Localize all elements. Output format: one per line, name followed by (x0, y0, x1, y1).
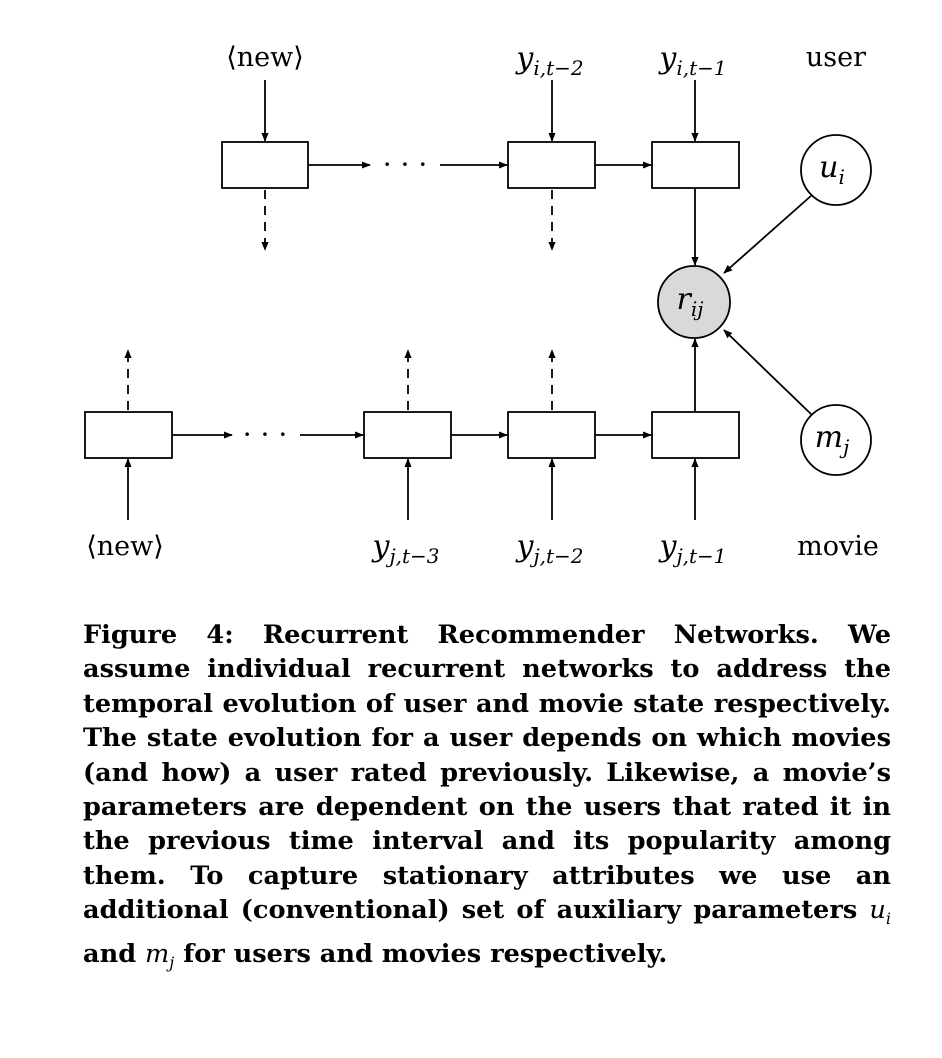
user-aux-to-rating-arrow (723, 194, 813, 274)
movie-new-label: ⟨new⟩ (86, 531, 164, 562)
movie-ellipsis: · · · (243, 418, 288, 451)
movie-input-label-t2: yj,t−2 (514, 529, 583, 568)
movie-input-label-t1: yj,t−1 (657, 529, 726, 568)
movie-state-box-t3 (363, 411, 452, 459)
user-state-box-t1 (651, 141, 740, 189)
caption-tail: for users and movies respectively. (183, 938, 668, 969)
movie-state-box-first (84, 411, 173, 459)
movie-aux-to-rating-arrow (723, 329, 813, 416)
user-new-label: ⟨new⟩ (226, 42, 304, 73)
caption-and: and (83, 938, 137, 969)
movie-input-label-t3: yj,t−3 (370, 529, 439, 568)
user-input-label-t2: yi,t−2 (514, 41, 583, 80)
rating-node (657, 265, 731, 339)
movie-aux-label: mj (815, 420, 850, 459)
rrn-diagram: ⟨new⟩ yi,t−2 yi,t−1 user · · · ui rij mj… (84, 41, 879, 568)
user-input-label-t1: yi,t−1 (657, 41, 726, 80)
user-aux-node (800, 134, 872, 206)
movie-aux-node (800, 404, 872, 476)
user-aux-label: ui (819, 150, 845, 189)
caption-math-u: ui (869, 895, 891, 929)
user-state-box-t2 (507, 141, 596, 189)
movie-state-box-t1 (651, 411, 740, 459)
user-ellipsis: · · · (383, 148, 428, 181)
user-state-box-first (221, 141, 309, 189)
rating-label: rij (677, 282, 704, 321)
movie-row-label: movie (797, 531, 879, 562)
user-row-label: user (806, 42, 866, 73)
caption-math-m: mj (145, 938, 175, 972)
movie-state-box-t2 (507, 411, 596, 459)
caption-lead: Figure 4: Recurrent Recommender Networks… (83, 620, 891, 926)
figure-caption: Figure 4: Recurrent Recommender Networks… (83, 618, 891, 980)
